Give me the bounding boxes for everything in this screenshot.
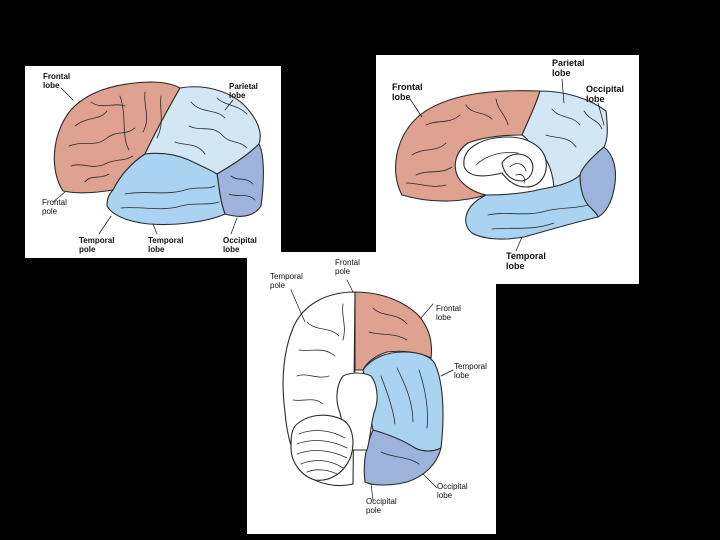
inferior-frontal-pole-label: Frontal pole: [335, 258, 360, 276]
medial-frontal-lobe-label: Frontal lobe: [392, 82, 423, 102]
lateral-temporal-lobe-label: Temporal lobe: [148, 236, 183, 254]
inferior-temporal-pole-label: Temporal pole: [270, 272, 303, 290]
lateral-frontal-pole-label: Frontal pole: [42, 198, 67, 216]
medial-parietal-lobe-label: Parietal lobe: [552, 58, 585, 78]
inferior-temporal-lobe-label: Temporal lobe: [454, 362, 487, 380]
medial-occipital-lobe-label: Occipital lobe: [586, 84, 624, 104]
lateral-frontal-lobe-label: Frontal lobe: [43, 72, 70, 90]
inferior-frontal-lobe-label: Frontal lobe: [436, 304, 461, 322]
medial-temporal-lobe-label: Temporal lobe: [506, 251, 546, 271]
inferior-view-panel: Frontal pole Temporal pole Frontal lobe …: [247, 252, 496, 534]
lateral-parietal-lobe-label: Parietal lobe: [229, 82, 258, 100]
lateral-view-panel: Frontal lobe Parietal lobe Frontal pole …: [25, 66, 281, 258]
inferior-occipital-lobe-label: Occipital lobe: [437, 482, 468, 500]
inferior-occipital-pole-label: Occipital pole: [366, 497, 397, 515]
lateral-temporal-pole-label: Temporal pole: [79, 236, 114, 254]
medial-view-panel: Frontal lobe Parietal lobe Occipital lob…: [376, 55, 639, 284]
